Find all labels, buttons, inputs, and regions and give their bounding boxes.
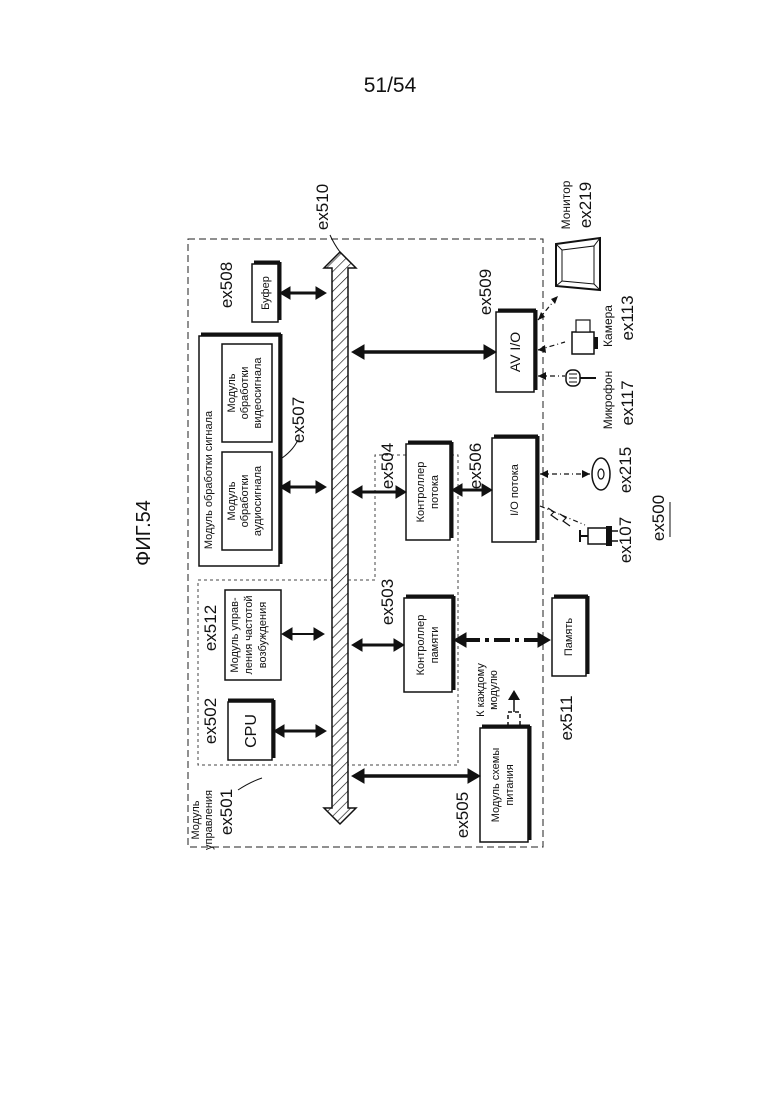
memory-ref: ex511	[557, 695, 576, 740]
microphone-icon	[566, 370, 596, 386]
video-label-3: видеосигнала	[252, 357, 264, 429]
mem-ctrl-label-2: памяти	[429, 627, 441, 664]
to-each-module-connector	[508, 712, 520, 726]
arrowhead	[538, 312, 545, 320]
memory-label: Память	[563, 618, 575, 657]
page-number: 51/54	[364, 74, 417, 97]
freq-label-2: ления частотой	[243, 595, 255, 674]
bus-ref: ex510	[313, 184, 332, 230]
monitor-ref: ex219	[576, 182, 595, 228]
arrowhead	[316, 287, 326, 299]
arrowhead	[394, 639, 404, 651]
video-label-2: обработки	[239, 367, 251, 420]
antenna-ref: ex107	[616, 517, 635, 563]
camera-ref: ex113	[618, 295, 637, 340]
cpu-label: CPU	[243, 714, 260, 748]
arrowhead	[316, 481, 326, 493]
arrowhead	[352, 769, 364, 783]
power-label-2: питания	[504, 764, 516, 805]
buffer-label: Буфер	[260, 276, 272, 310]
antenna-icon	[580, 526, 618, 546]
camera-label: Камера	[601, 305, 615, 347]
system-bus	[324, 252, 356, 824]
mem-ctrl-label-1: Контроллер	[415, 615, 427, 676]
av-io-ref: ex509	[476, 269, 495, 315]
arrowhead	[396, 486, 406, 498]
stream-controller-block	[406, 444, 450, 540]
leader-line	[238, 778, 262, 790]
arrowhead	[538, 372, 546, 380]
freq-label-1: Модуль управ-	[229, 597, 241, 673]
mem-ctrl-ref: ex503	[378, 579, 397, 625]
arrowhead	[282, 628, 292, 640]
wireless-icon	[548, 508, 558, 520]
leader-line	[330, 235, 340, 252]
stream-ctrl-label-1: Контроллер	[415, 462, 427, 523]
to-each-label-2: модулю	[488, 670, 500, 710]
wireless-icon	[560, 514, 570, 526]
arrowhead	[454, 633, 466, 647]
memory-controller-block	[404, 598, 452, 692]
signal-group-label: Модуль обработки сигнала	[203, 410, 215, 549]
control-group-ref: ex501	[217, 789, 236, 835]
signal-group-ref: ex507	[289, 397, 308, 443]
stream-io-ref: ex506	[466, 443, 485, 489]
arrowhead	[538, 345, 546, 353]
arrowhead	[540, 470, 548, 478]
power-ref: ex505	[453, 792, 472, 838]
arrowhead	[582, 470, 590, 478]
arrowhead	[316, 725, 326, 737]
arrowhead	[314, 628, 324, 640]
power-label-1: Модуль схемы	[490, 748, 502, 823]
freq-ref: ex512	[201, 605, 220, 651]
control-group-label-2: управления	[203, 790, 215, 850]
video-label-1: Модуль	[226, 373, 238, 412]
disc-ref: ex215	[616, 447, 635, 493]
monitor-icon	[556, 238, 600, 290]
arrowhead	[352, 639, 362, 651]
system-ref: ex500	[649, 495, 668, 541]
freq-label-3: возбуждения	[257, 602, 269, 668]
av-io-label: AV I/O	[507, 332, 523, 372]
audio-label-1: Модуль	[226, 481, 238, 520]
audio-label-2: обработки	[239, 475, 251, 528]
arrowhead	[468, 769, 480, 783]
arrowhead	[538, 633, 550, 647]
arrowhead	[484, 345, 496, 359]
monitor-label: Монитор	[559, 180, 573, 229]
arrowhead	[352, 486, 362, 498]
microphone-ref: ex117	[618, 380, 637, 425]
arrowhead	[551, 296, 558, 304]
buffer-ref: ex508	[217, 262, 236, 308]
to-each-label-1: К каждому	[475, 663, 487, 717]
cpu-ref: ex502	[201, 698, 220, 744]
disc-icon	[592, 458, 610, 490]
control-group-label-1: Модуль	[190, 800, 202, 839]
audio-label-3: аудиосигнала	[252, 465, 264, 536]
stream-ctrl-label-2: потока	[429, 474, 441, 509]
figure-title: ФИГ.54	[133, 500, 155, 566]
arrowhead	[482, 484, 492, 496]
stream-ctrl-ref: ex504	[378, 443, 397, 489]
arrowhead	[508, 690, 520, 700]
microphone-label: Микрофон	[601, 371, 615, 429]
camera-icon	[572, 320, 598, 354]
stream-io-label: I/O потока	[509, 463, 521, 516]
arrowhead	[352, 345, 364, 359]
